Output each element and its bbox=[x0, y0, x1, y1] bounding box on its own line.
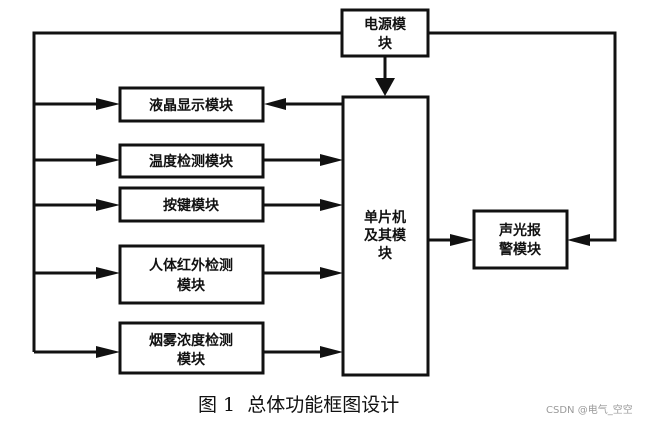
node-mcu-label-2: 及其模 bbox=[364, 227, 407, 244]
node-mcu: 单片机 及其模 块 bbox=[341, 95, 430, 377]
arrowhead-mcu-to-lcd bbox=[264, 98, 286, 110]
arrowhead-mcu-to-alarm bbox=[450, 234, 474, 246]
node-smoke-label-1: 烟雾浓度检测 bbox=[149, 332, 233, 349]
node-power-label-2: 块 bbox=[378, 36, 393, 52]
node-pir: 人体红外检测 模块 bbox=[118, 244, 265, 305]
node-temp: 温度检测模块 bbox=[118, 143, 265, 179]
node-smoke-label-2: 模块 bbox=[177, 351, 206, 368]
node-smoke: 烟雾浓度检测 模块 bbox=[118, 321, 265, 375]
arrowhead-to-lcd bbox=[96, 98, 120, 110]
node-temp-label: 温度检测模块 bbox=[149, 153, 234, 170]
arrowhead-to-keys bbox=[96, 199, 120, 211]
arrowhead-keys-to-mcu bbox=[320, 199, 343, 211]
node-power: 电源模 块 bbox=[340, 8, 430, 58]
node-pir-label-2: 模块 bbox=[177, 277, 206, 294]
node-lcd-label: 液晶显示模块 bbox=[149, 97, 234, 114]
arrowhead-to-pir bbox=[96, 267, 120, 279]
power-bus-left bbox=[32, 31, 342, 354]
arrowhead-pir-to-mcu bbox=[320, 267, 343, 279]
figure-caption: 图 1 总体功能框图设计 bbox=[198, 394, 399, 416]
node-keys-label: 按键模块 bbox=[163, 197, 220, 214]
node-lcd: 液晶显示模块 bbox=[118, 86, 265, 123]
arrowhead-temp-to-mcu bbox=[320, 154, 343, 166]
node-pir-label-1: 人体红外检测 bbox=[149, 257, 233, 274]
arrowhead-to-temp bbox=[96, 154, 120, 166]
wire-power-to-alarm bbox=[428, 31, 617, 242]
node-power-label-1: 电源模 bbox=[364, 16, 407, 33]
arrowhead-to-smoke bbox=[96, 346, 120, 358]
arrowhead-to-mcu-top bbox=[375, 78, 395, 96]
arrowhead-smoke-to-mcu bbox=[320, 346, 343, 358]
node-alarm: 声光报 警模块 bbox=[472, 209, 569, 270]
node-alarm-label-2: 警模块 bbox=[499, 241, 542, 258]
arrowhead-power-to-alarm bbox=[567, 234, 590, 246]
node-alarm-label-1: 声光报 bbox=[498, 222, 541, 239]
node-mcu-label-1: 单片机 bbox=[364, 209, 406, 226]
node-keys: 按键模块 bbox=[118, 186, 265, 223]
node-mcu-label-3: 块 bbox=[378, 246, 393, 262]
wire-power-left-bus bbox=[32, 31, 342, 352]
watermark: CSDN @电气_空空 bbox=[546, 403, 633, 416]
